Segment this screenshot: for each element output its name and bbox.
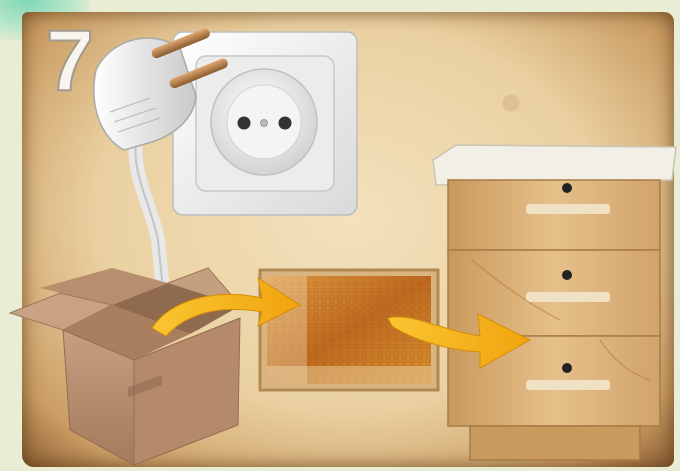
beehive-icon bbox=[433, 145, 676, 460]
wall-socket-icon bbox=[173, 32, 357, 215]
